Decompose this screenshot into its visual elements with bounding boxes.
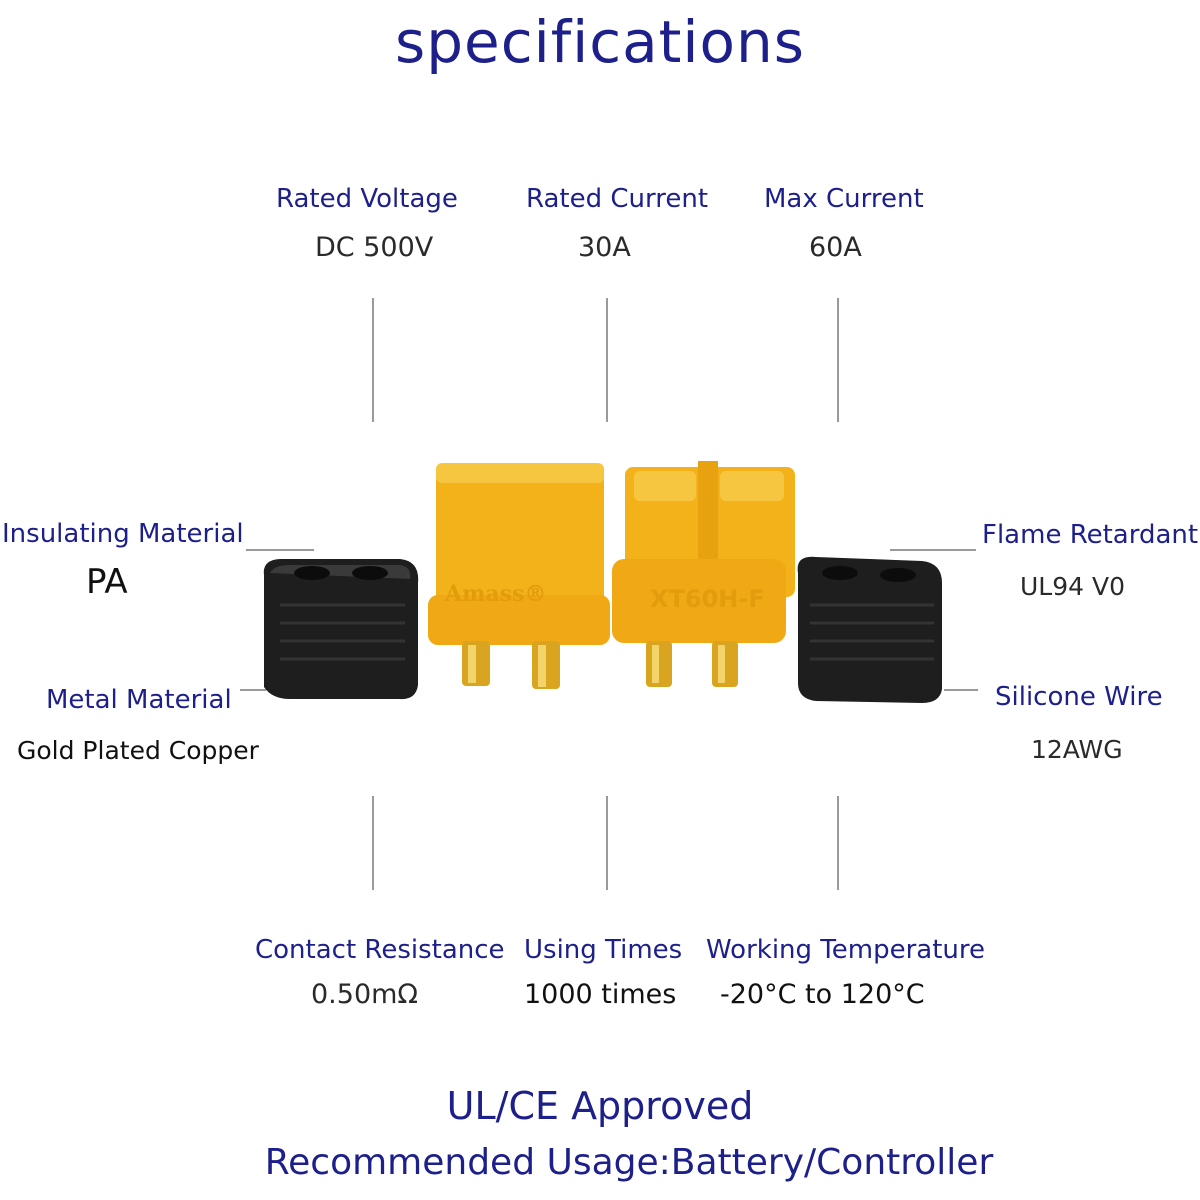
metal-material-value: Gold Plated Copper: [17, 736, 259, 765]
flame-retardant-label: Flame Retardant: [982, 520, 1199, 550]
male-connector-icon: Amass®: [428, 463, 610, 689]
silicone-wire-value: 12AWG: [1031, 735, 1123, 764]
leader-line-metal: [240, 689, 266, 691]
rated-current-label: Rated Current: [526, 184, 709, 214]
silicone-wire-label: Silicone Wire: [995, 682, 1163, 712]
leader-line-working-temp: [837, 796, 839, 890]
leader-line-silicone: [944, 689, 978, 691]
leader-line-rated-current: [606, 298, 608, 422]
rated-voltage-label: Rated Voltage: [276, 184, 458, 214]
max-current-value: 60A: [809, 232, 862, 263]
female-connector-icon: XT60H-F: [612, 461, 795, 687]
left-black-cap-icon: [263, 559, 419, 700]
using-times-value: 1000 times: [524, 979, 677, 1010]
approval-text: UL/CE Approved: [446, 1084, 754, 1128]
insulating-material-label: Insulating Material: [2, 519, 244, 549]
working-temperature-label: Working Temperature: [706, 935, 986, 965]
usage-text: Recommended Usage:Battery/Controller: [264, 1142, 994, 1183]
metal-material-label: Metal Material: [46, 685, 232, 715]
connector-illustration: Amass® XT60H-F: [263, 461, 942, 703]
rated-voltage-value: DC 500V: [315, 232, 434, 263]
male-connector-marking: Amass®: [444, 581, 546, 607]
max-current-label: Max Current: [764, 184, 924, 214]
page-title: specifications: [394, 8, 805, 76]
leader-line-contact-resistance: [372, 796, 374, 890]
rated-current-value: 30A: [578, 232, 631, 263]
insulating-material-value: PA: [86, 562, 128, 602]
leader-line-using-times: [606, 796, 608, 890]
working-temperature-value: -20°C to 120°C: [720, 979, 925, 1010]
leader-line-flame: [890, 549, 976, 551]
right-black-cap-icon: [797, 556, 942, 703]
contact-resistance-label: Contact Resistance: [255, 935, 505, 965]
leader-line-insulating: [246, 549, 314, 551]
using-times-label: Using Times: [524, 935, 683, 965]
contact-resistance-value: 0.50mΩ: [311, 979, 419, 1010]
flame-retardant-value: UL94 V0: [1020, 572, 1125, 601]
leader-line-max-current: [837, 298, 839, 422]
leader-line-rated-voltage: [372, 298, 374, 422]
female-connector-marking: XT60H-F: [650, 585, 765, 613]
